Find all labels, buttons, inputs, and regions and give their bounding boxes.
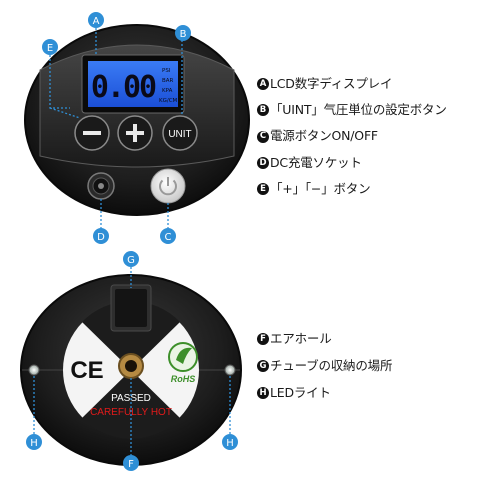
legend-key: D bbox=[257, 156, 269, 169]
legend-key: C bbox=[257, 130, 269, 143]
callout-h-left: H bbox=[26, 434, 42, 450]
legend-label: 「+」「−」ボタン bbox=[270, 180, 371, 196]
legend-item-c: C 電源ボタンON/OFF bbox=[257, 129, 497, 145]
legend-key: F bbox=[257, 333, 269, 345]
legend-key: E bbox=[257, 183, 269, 196]
callout-b: B bbox=[175, 25, 191, 41]
tube-storage-slot bbox=[110, 284, 152, 332]
svg-text:RoHS: RoHS bbox=[171, 374, 196, 384]
minus-button[interactable] bbox=[74, 115, 110, 151]
legend-bottom: F エアホール G チューブの収納の場所 H LEDライト bbox=[257, 331, 497, 412]
lcd-reading: 0.00 bbox=[91, 70, 156, 105]
legend-key: B bbox=[257, 104, 269, 117]
callout-a: A bbox=[88, 12, 104, 28]
legend-item-b: B 「UINT」气圧単位の設定ボタン bbox=[257, 102, 497, 118]
lcd-unit-bar: BAR bbox=[162, 78, 174, 84]
bottom-callout-lines bbox=[33, 267, 231, 455]
legend-item-g: G チューブの収納の場所 bbox=[257, 358, 497, 374]
legend-item-a: A LCD数字ディスプレイ bbox=[257, 76, 497, 92]
legend-label: LEDライト bbox=[270, 384, 331, 400]
callout-f: F bbox=[123, 455, 139, 471]
legend-key: H bbox=[257, 387, 269, 399]
svg-text:H: H bbox=[226, 438, 234, 449]
svg-text:E: E bbox=[47, 43, 53, 54]
legend-item-h: H LEDライト bbox=[257, 385, 497, 401]
svg-text:G: G bbox=[127, 255, 135, 266]
svg-text:C: C bbox=[165, 232, 172, 243]
top-callout-lines bbox=[49, 28, 183, 228]
legend-label: エアホール bbox=[270, 330, 332, 346]
ce-mark: CE bbox=[70, 357, 103, 384]
rohs-mark: RoHS bbox=[168, 342, 198, 384]
legend-label: LCD数字ディスプレイ bbox=[270, 75, 393, 91]
legend-key: G bbox=[257, 360, 269, 372]
lcd-unit-psi: PSI bbox=[162, 68, 171, 74]
warning-label: CAREFULLY HOT bbox=[90, 407, 172, 418]
svg-text:B: B bbox=[180, 29, 187, 40]
plus-button[interactable] bbox=[117, 115, 153, 151]
unit-button-label: UNIT bbox=[168, 129, 191, 140]
callout-c: C bbox=[160, 228, 176, 244]
callout-h-right: H bbox=[222, 434, 238, 450]
air-hole bbox=[118, 353, 144, 379]
dc-socket bbox=[87, 172, 115, 200]
device-top: 0.00 PSI BAR KPA KG/CM UNIT bbox=[24, 24, 250, 216]
led-light-right bbox=[224, 364, 236, 376]
svg-text:H: H bbox=[30, 438, 38, 449]
legend-label: 「UINT」气圧単位の設定ボタン bbox=[270, 102, 447, 118]
callout-e: E bbox=[42, 39, 58, 55]
led-light-left bbox=[28, 364, 40, 376]
power-button[interactable] bbox=[150, 168, 186, 204]
legend-label: DC充電ソケット bbox=[270, 154, 362, 170]
unit-button[interactable]: UNIT bbox=[162, 115, 198, 151]
callout-g: G bbox=[123, 251, 139, 267]
legend-label: 電源ボタンON/OFF bbox=[270, 128, 378, 144]
svg-text:A: A bbox=[93, 16, 100, 27]
svg-text:F: F bbox=[128, 459, 134, 470]
legend-item-f: F エアホール bbox=[257, 331, 497, 347]
legend-label: チューブの収納の場所 bbox=[270, 357, 393, 373]
legend-key: A bbox=[257, 78, 269, 90]
callout-d: D bbox=[93, 228, 109, 244]
legend-top: A LCD数字ディスプレイ B 「UINT」气圧単位の設定ボタン C 電源ボタン… bbox=[257, 76, 497, 207]
legend-item-d: D DC充電ソケット bbox=[257, 155, 497, 171]
device-bottom: CE RoHS PASSED CAREFULLY HOT bbox=[20, 274, 242, 466]
lcd-unit-kpa: KPA bbox=[162, 88, 173, 94]
legend-item-e: E 「+」「−」ボタン bbox=[257, 181, 497, 197]
svg-text:D: D bbox=[97, 232, 105, 243]
lcd-unit-kgcm: KG/CM bbox=[159, 98, 178, 104]
